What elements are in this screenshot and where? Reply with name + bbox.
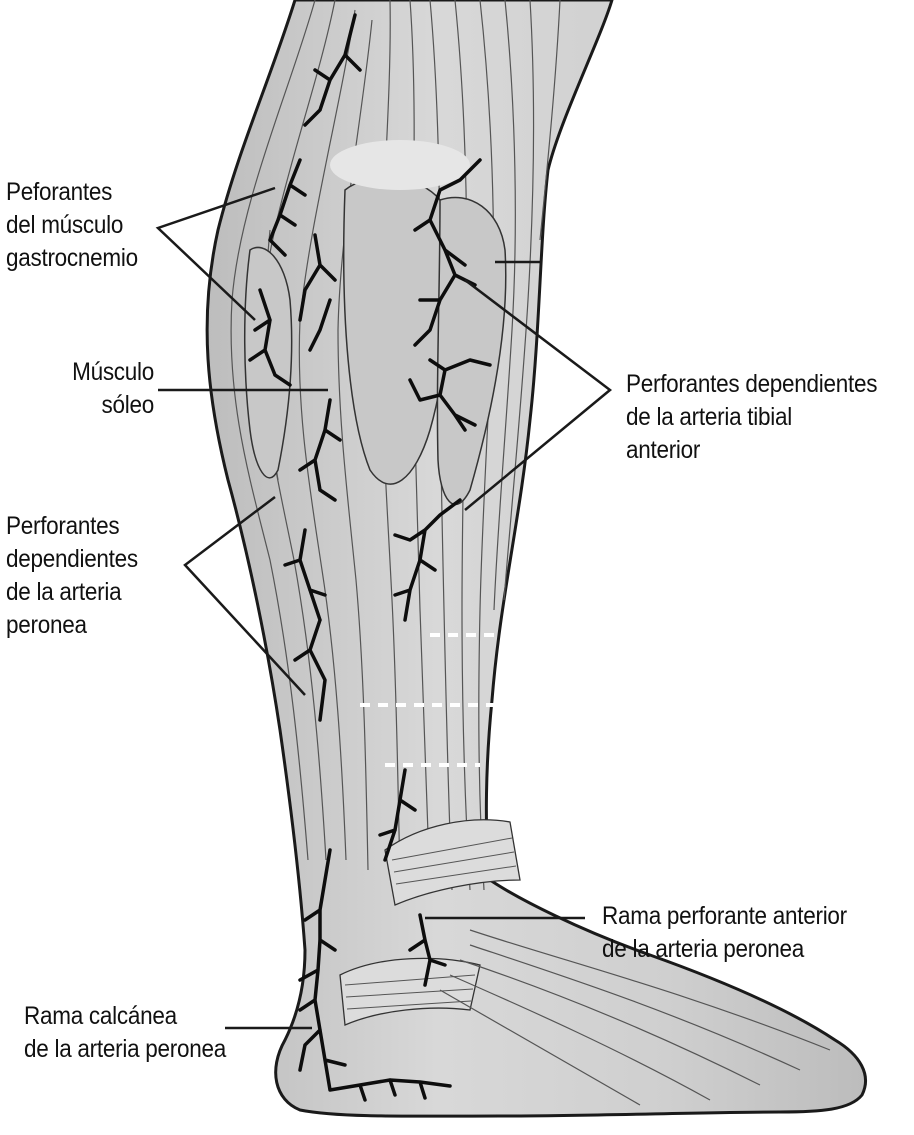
label-calcaneal-branch: Rama calcánea de la arteria peronea	[24, 1000, 226, 1066]
label-gastrocnemius-perforators: Peforantes del músculo gastrocnemio	[6, 176, 138, 275]
knee-highlight	[330, 140, 470, 190]
label-anterior-tibial-perforators: Perforantes dependientes de la arteria t…	[626, 368, 877, 467]
label-peroneal-perforators: Perforantes dependientes de la arteria p…	[6, 510, 138, 642]
label-soleus-muscle: Músculo sóleo	[72, 356, 154, 422]
label-anterior-perforating-branch: Rama perforante anterior de la arteria p…	[602, 900, 847, 966]
